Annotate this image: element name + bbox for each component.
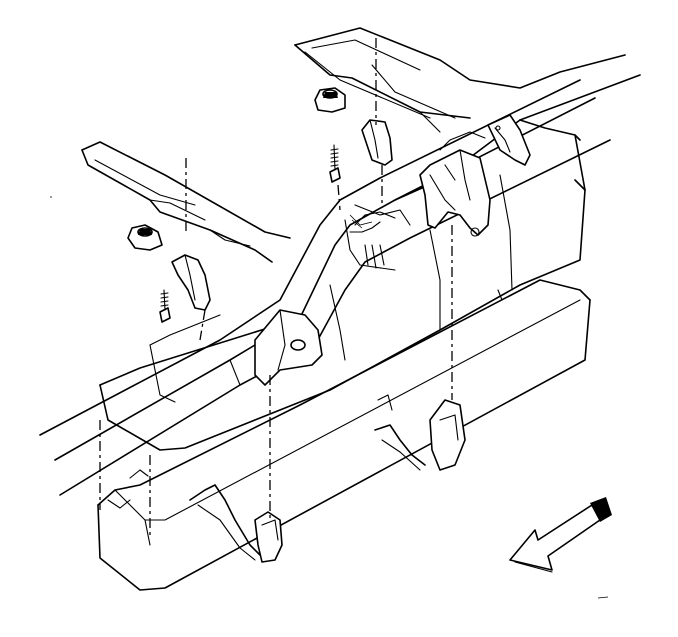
upper-floor-panel bbox=[294, 27, 626, 133]
front-direction-arrow-icon bbox=[509, 497, 612, 573]
left-floor-panel bbox=[81, 141, 291, 263]
isolator-mount-left bbox=[127, 224, 163, 251]
rear-strap-bracket bbox=[419, 131, 491, 237]
bolt-right bbox=[329, 144, 341, 183]
fuel-tank-shield bbox=[97, 279, 591, 591]
center-upper-bracket bbox=[361, 119, 393, 166]
front-strap-bracket bbox=[254, 309, 323, 386]
stray-marks bbox=[50, 196, 609, 599]
front-fuel-tank-strap bbox=[189, 484, 283, 563]
fuel-tank bbox=[99, 134, 586, 451]
rear-fuel-tank-strap bbox=[374, 394, 466, 471]
bolt-left bbox=[159, 289, 171, 323]
left-tank-bracket bbox=[171, 254, 211, 311]
alignment-lines bbox=[99, 38, 453, 535]
fuel-lines bbox=[349, 211, 396, 269]
isolator-mount-right bbox=[314, 87, 346, 113]
rear-crossmember-bracket bbox=[487, 114, 531, 166]
